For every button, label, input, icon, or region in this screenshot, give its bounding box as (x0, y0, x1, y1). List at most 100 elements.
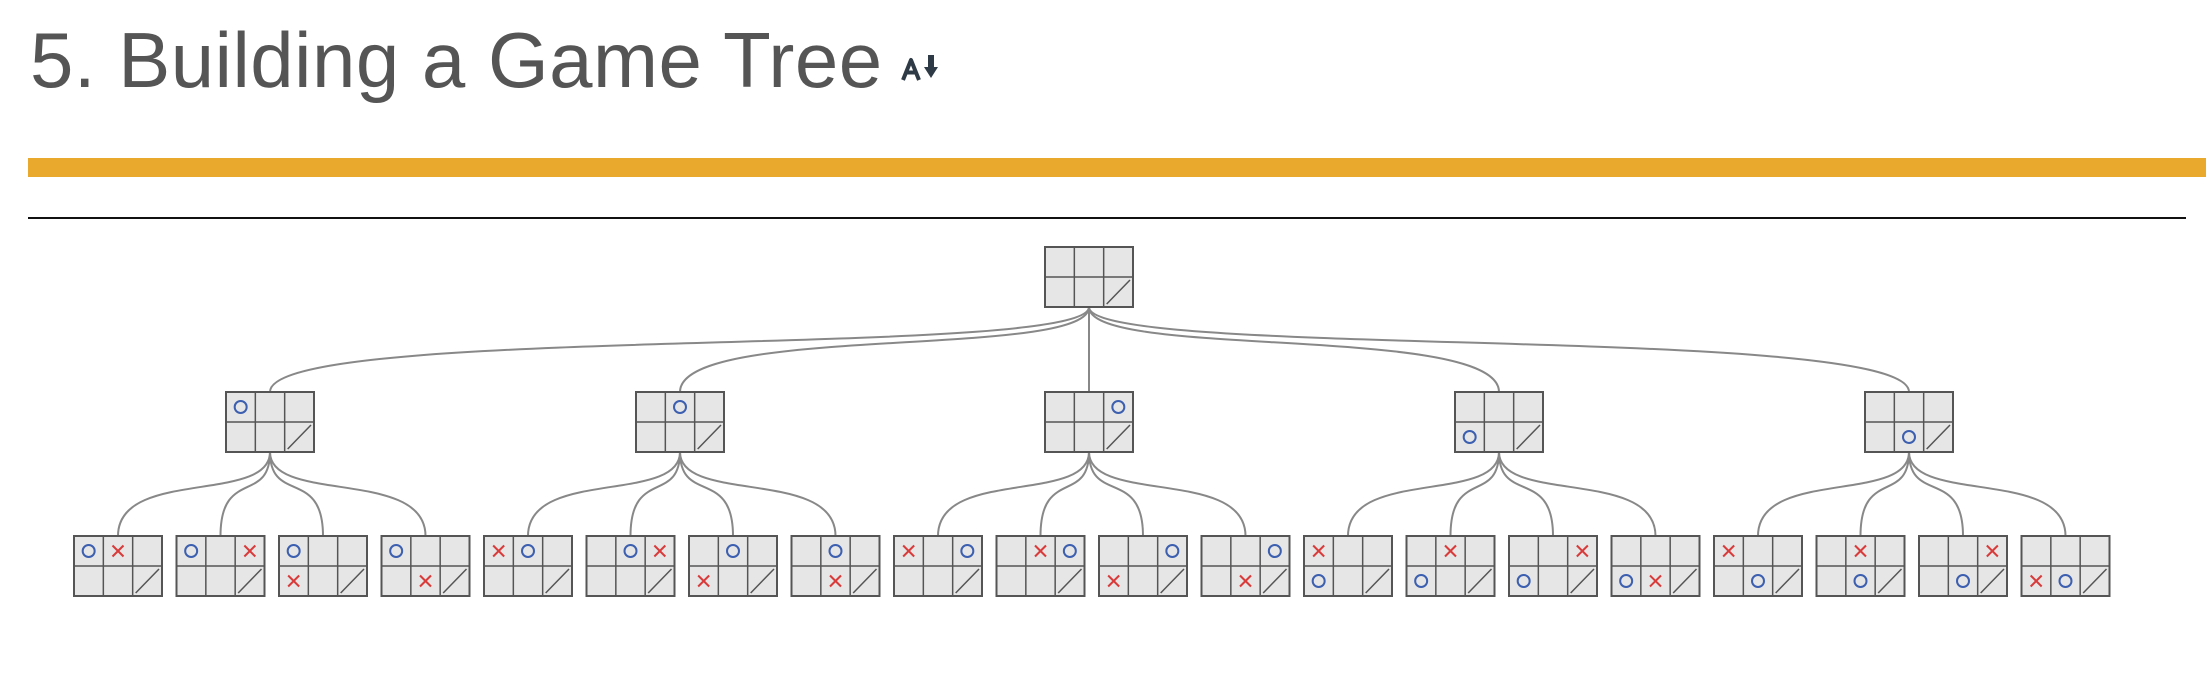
board-node (483, 535, 573, 597)
o-mark-icon (1062, 544, 1077, 558)
x-mark-icon (1444, 544, 1457, 558)
tree-edge (1859, 451, 1910, 537)
tree-edge (1039, 451, 1090, 537)
o-mark-icon (286, 544, 301, 558)
tree-edge (1088, 451, 1247, 537)
o-mark-icon (1619, 574, 1634, 588)
tree-edge (117, 451, 271, 537)
o-mark-icon (81, 544, 96, 558)
x-mark-icon (1576, 544, 1589, 558)
o-mark-icon (623, 544, 638, 558)
o-mark-icon (1165, 544, 1180, 558)
board-node (1098, 535, 1188, 597)
board-node (688, 535, 778, 597)
tree-edge (269, 451, 324, 537)
board-node (790, 535, 881, 597)
o-mark-icon (1414, 574, 1429, 588)
o-mark-icon (673, 400, 687, 414)
x-mark-icon (419, 574, 432, 588)
tree-edge (1908, 451, 2067, 537)
o-mark-icon (184, 544, 199, 558)
x-mark-icon (653, 544, 667, 558)
tree-nodes (73, 246, 2111, 597)
board-node (1454, 391, 1544, 453)
x-mark-icon (1722, 544, 1735, 558)
o-mark-icon (828, 544, 843, 558)
board-node (1713, 535, 1803, 597)
board-node (1405, 535, 1496, 597)
x-mark-icon (697, 574, 710, 588)
tree-edge (1908, 451, 1964, 537)
tree-edge (1088, 306, 1910, 393)
board-node (380, 535, 471, 597)
board-node (1200, 535, 1291, 597)
tree-edge (1498, 451, 1554, 537)
o-mark-icon (1751, 574, 1765, 588)
tree-edge (219, 451, 271, 537)
board-node (893, 535, 983, 597)
board-node (995, 535, 1086, 597)
tree-edge (1347, 451, 1500, 537)
tree-edge (679, 306, 1090, 393)
page-title: 5. Building a Game Tree (30, 16, 883, 104)
tree-edge (527, 451, 681, 537)
o-mark-icon (726, 544, 740, 558)
x-mark-icon (1649, 574, 1662, 588)
board-node (585, 535, 676, 597)
o-mark-icon (960, 544, 975, 558)
x-mark-icon (492, 544, 505, 558)
o-mark-icon (1111, 400, 1126, 414)
game-tree-canvas (73, 246, 2111, 597)
board-node (278, 535, 368, 597)
x-mark-icon (1034, 544, 1047, 558)
anchor-down-icon[interactable] (900, 53, 939, 83)
board-node (1815, 535, 1906, 597)
board-node (1864, 391, 1954, 453)
accent-bar (28, 158, 2206, 177)
game-tree-diagram (0, 230, 2206, 670)
tree-edge (1757, 451, 1910, 537)
tree-edge (937, 451, 1090, 537)
o-mark-icon (521, 544, 535, 558)
header: 5. Building a Game Tree (30, 12, 939, 108)
o-mark-icon (1267, 544, 1282, 558)
x-mark-icon (1854, 544, 1867, 558)
x-mark-icon (829, 574, 842, 588)
tree-edge (1498, 451, 1657, 537)
o-mark-icon (2058, 574, 2073, 588)
tree-edge (269, 306, 1090, 393)
board-node (635, 391, 725, 453)
tree-edge (1088, 451, 1144, 537)
x-mark-icon (1986, 544, 1999, 558)
board-node (73, 535, 163, 597)
board-node (1918, 535, 2008, 597)
tree-edge (269, 451, 427, 537)
tree-edge (1088, 306, 1500, 393)
o-mark-icon (1902, 430, 1916, 444)
board-node (175, 535, 266, 597)
board-node (1303, 535, 1393, 597)
tree-edge (629, 451, 681, 537)
o-mark-icon (1516, 574, 1531, 588)
x-mark-icon (1107, 574, 1120, 588)
tree-edges (117, 306, 2067, 537)
o-mark-icon (1956, 574, 1970, 588)
tree-edge (679, 451, 837, 537)
o-mark-icon (389, 544, 404, 558)
x-mark-icon (1239, 574, 1252, 588)
x-mark-icon (243, 544, 257, 558)
x-mark-icon (2029, 574, 2043, 588)
x-mark-icon (287, 574, 300, 588)
o-mark-icon (233, 400, 248, 414)
board-node (1508, 535, 1598, 597)
board-node (225, 391, 315, 453)
board-node (1044, 391, 1134, 453)
tree-edge (679, 451, 734, 537)
x-mark-icon (1312, 544, 1325, 558)
tree-edge (1449, 451, 1500, 537)
o-mark-icon (1311, 574, 1326, 588)
board-node (1044, 246, 1134, 308)
board-node (1610, 535, 1701, 597)
x-mark-icon (111, 544, 125, 558)
divider (28, 217, 2186, 219)
